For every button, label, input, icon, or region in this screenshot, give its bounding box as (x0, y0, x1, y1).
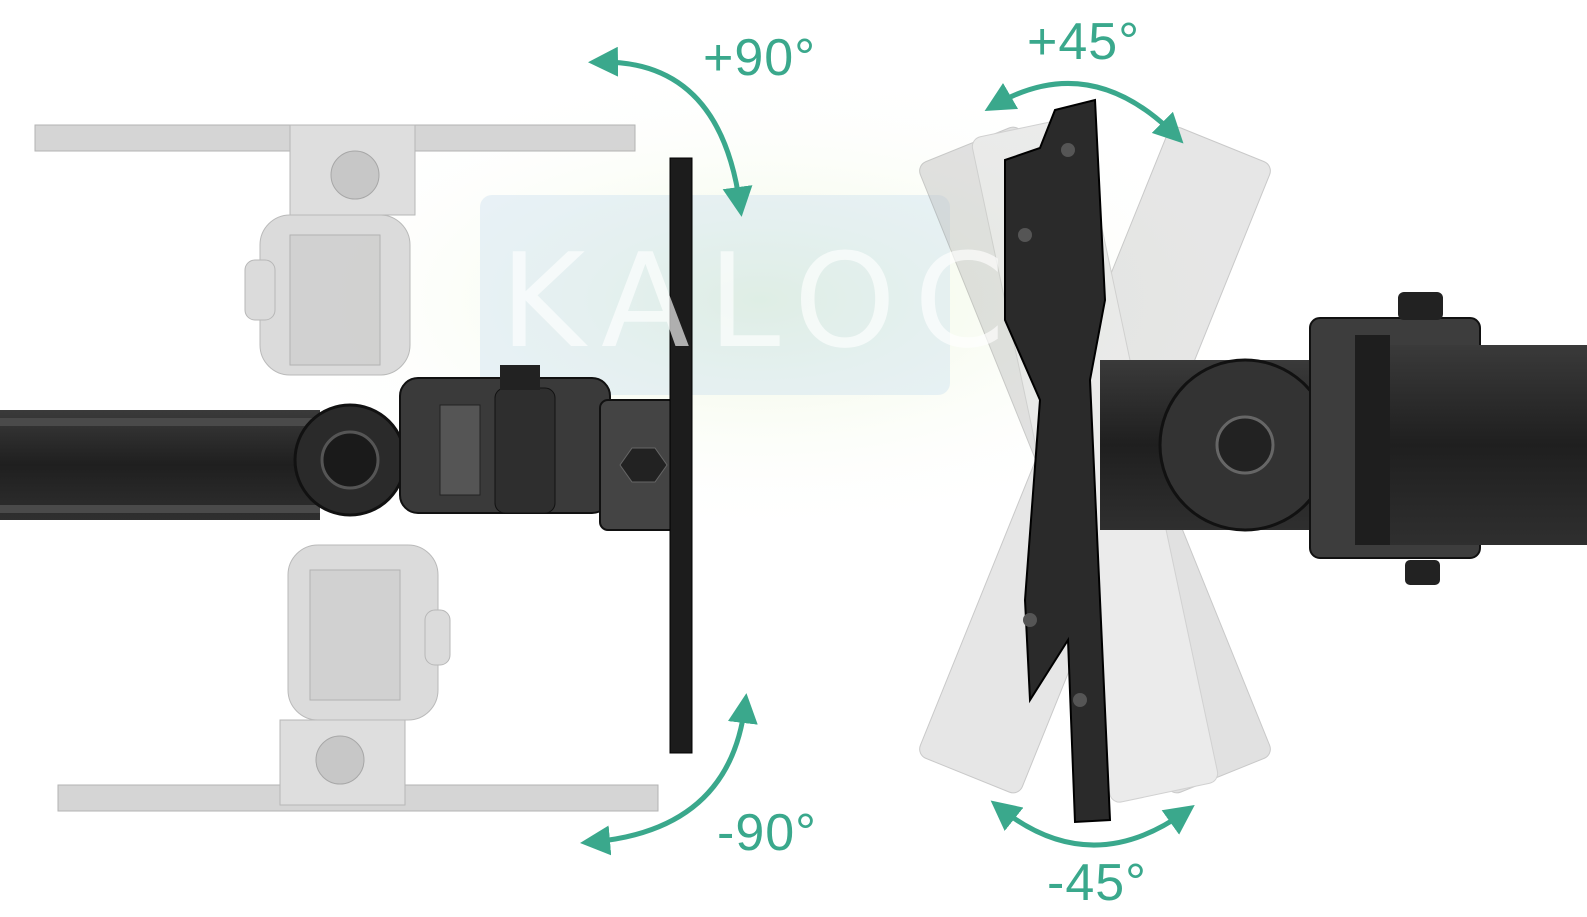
label-plus-45: +45° (1027, 13, 1141, 71)
left-arm (0, 403, 407, 520)
arrow-minus45 (990, 800, 1195, 848)
arrow-plus90 (588, 46, 753, 217)
ghost-mount-bottom (57, 544, 659, 812)
label-minus-45: -45° (1047, 854, 1147, 912)
ghost-mount-top (34, 124, 636, 376)
brand-watermark: KALOC (500, 225, 1023, 377)
arrow-minus90 (580, 693, 758, 856)
right-vesa-plate (1004, 98, 1112, 824)
left-tilt-joint (399, 365, 686, 531)
label-plus-90: +90° (703, 29, 817, 87)
label-minus-90: -90° (717, 804, 817, 862)
right-arm (1100, 292, 1587, 585)
watermark-panel (480, 195, 950, 395)
arrow-plus45 (984, 80, 1184, 144)
